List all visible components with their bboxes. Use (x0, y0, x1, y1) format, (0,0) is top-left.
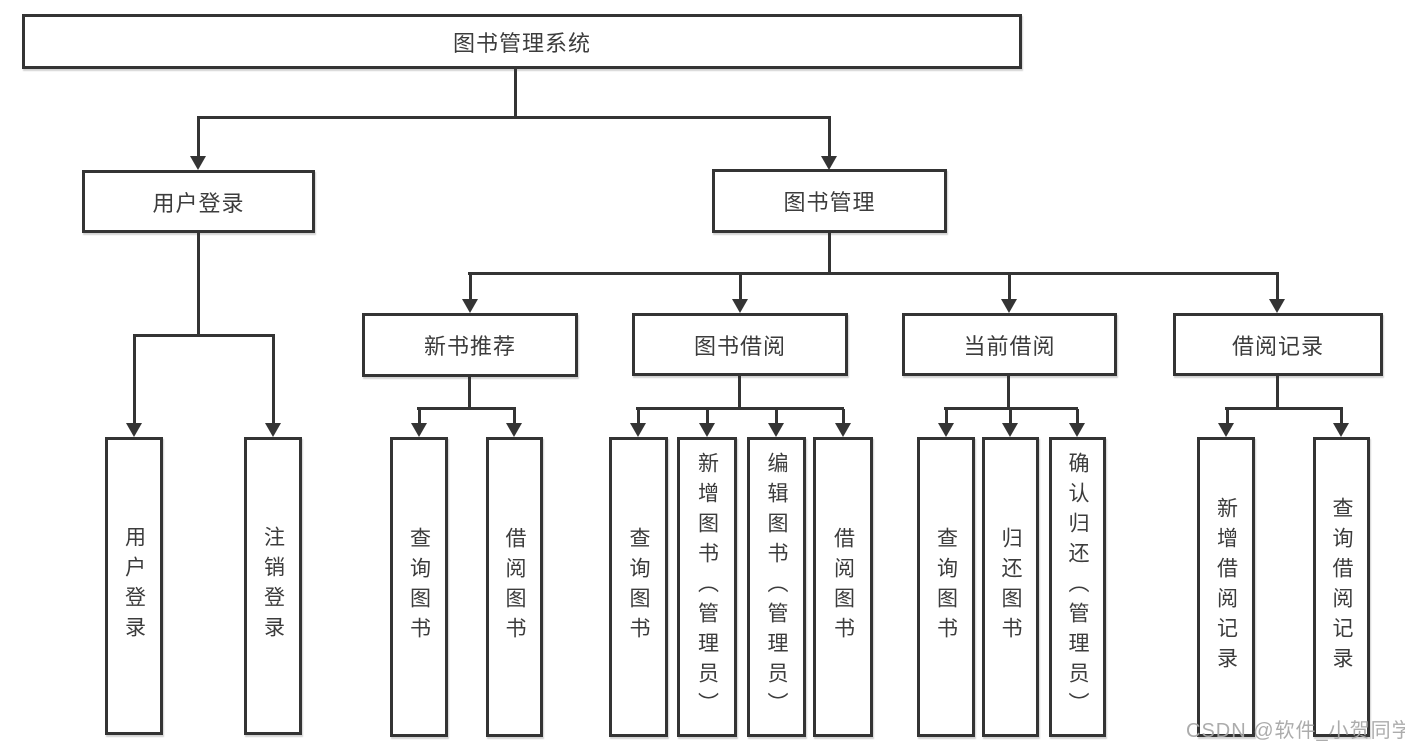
arrow-down-icon (411, 423, 427, 437)
connector-line (1276, 376, 1279, 409)
connector-line (1276, 274, 1279, 300)
node-book-borrow: 图书借阅 (632, 313, 848, 376)
arrow-down-icon (1069, 423, 1085, 437)
node-current-borrow: 当前借阅 (902, 313, 1117, 376)
leaf-borrow-books: 借阅图书 (813, 437, 873, 737)
node-new-book-recommend: 新书推荐 (362, 313, 578, 377)
connector-line (945, 409, 948, 424)
node-user-login: 用户登录 (82, 170, 315, 233)
connector-line (1008, 274, 1011, 300)
connector-line (513, 409, 516, 424)
connector-line (468, 377, 471, 409)
connector-line (739, 274, 742, 300)
node-book-management: 图书管理 (712, 169, 947, 233)
arrow-down-icon (506, 423, 522, 437)
leaf-query-books-current: 查询图书 (917, 437, 975, 737)
arrow-down-icon (462, 299, 478, 313)
arrow-down-icon (821, 156, 837, 170)
leaf-add-borrow-record: 新增借阅记录 (1197, 437, 1255, 737)
connector-line (1226, 409, 1229, 424)
connector-line (636, 407, 844, 410)
connector-line (1007, 376, 1010, 409)
leaf-logout: 注销登录 (244, 437, 302, 735)
arrow-down-icon (1269, 299, 1285, 313)
connector-line (1225, 407, 1343, 410)
arrow-down-icon (265, 423, 281, 437)
arrow-down-icon (732, 299, 748, 313)
node-root: 图书管理系统 (22, 14, 1022, 69)
connector-line (468, 272, 1279, 275)
leaf-user-login: 用户登录 (105, 437, 163, 735)
leaf-confirm-return-admin: 确认归还（管理员） (1049, 437, 1106, 737)
connector-line (514, 69, 517, 118)
arrow-down-icon (1001, 299, 1017, 313)
leaf-query-borrow-record: 查询借阅记录 (1313, 437, 1370, 737)
leaf-borrow-books-recommend: 借阅图书 (486, 437, 543, 737)
arrow-down-icon (126, 423, 142, 437)
connector-line (272, 336, 275, 424)
connector-line (828, 233, 831, 274)
arrow-down-icon (1002, 423, 1018, 437)
leaf-query-books-recommend: 查询图书 (390, 437, 448, 737)
connector-line (133, 336, 136, 424)
leaf-query-books-borrow: 查询图书 (609, 437, 668, 737)
csdn-watermark: CSDN @软件_小贺同学 (1186, 720, 1405, 742)
connector-line (197, 233, 200, 336)
connector-line (1076, 409, 1079, 424)
arrow-down-icon (1218, 423, 1234, 437)
arrow-down-icon (1333, 423, 1349, 437)
connector-line (637, 409, 640, 424)
arrow-down-icon (938, 423, 954, 437)
arrow-down-icon (190, 156, 206, 170)
arrow-down-icon (699, 423, 715, 437)
connector-line (1340, 409, 1343, 424)
connector-line (775, 409, 778, 424)
leaf-return-books: 归还图书 (982, 437, 1039, 737)
connector-line (828, 117, 831, 157)
arrow-down-icon (630, 423, 646, 437)
node-borrow-record: 借阅记录 (1173, 313, 1383, 376)
leaf-add-books-admin: 新增图书（管理员） (677, 437, 737, 737)
connector-line (469, 274, 472, 300)
connector-line (944, 407, 1078, 410)
connector-line (1009, 409, 1012, 424)
connector-line (738, 376, 741, 409)
arrow-down-icon (835, 423, 851, 437)
connector-line (197, 116, 831, 119)
arrow-down-icon (768, 423, 784, 437)
leaf-edit-books-admin: 编辑图书（管理员） (747, 437, 806, 737)
connector-line (842, 409, 845, 424)
connector-line (197, 117, 200, 157)
connector-line (706, 409, 709, 424)
connector-line (417, 407, 516, 410)
connector-line (418, 409, 421, 424)
connector-line (133, 334, 275, 337)
